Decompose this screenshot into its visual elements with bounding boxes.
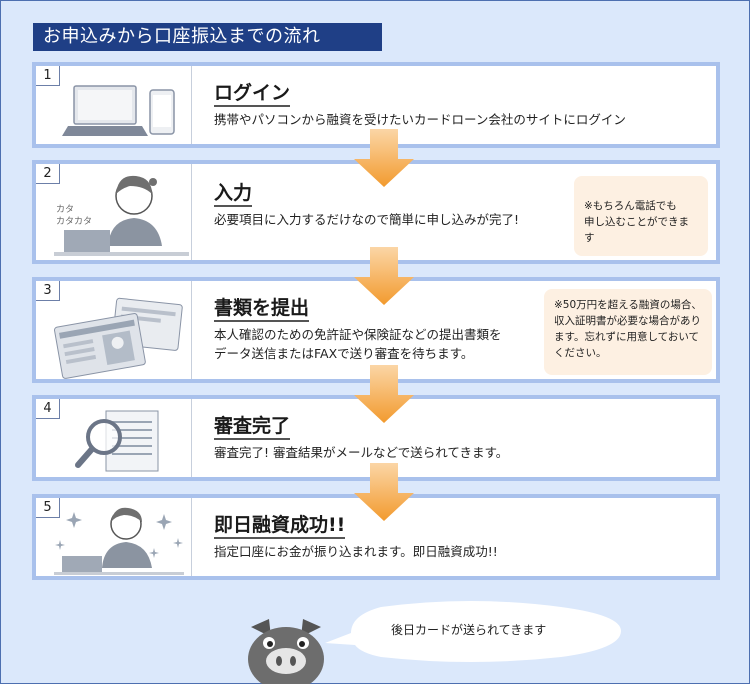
step-divider xyxy=(191,66,192,144)
step-number: 3 xyxy=(36,281,60,301)
step-title: 入力 xyxy=(214,182,253,207)
id-card-icon xyxy=(54,297,183,379)
flow-arrow-icon xyxy=(354,129,414,187)
typing-text: カタ カタカタ xyxy=(56,205,93,227)
flow-arrow-icon xyxy=(354,365,414,423)
step-login: 1 ログイン 携帯やパソコンから融資を受けたいカードローン会社のサイトにログイン xyxy=(32,62,720,148)
step-divider xyxy=(191,498,192,576)
laptop-phone-icon xyxy=(62,85,175,136)
step-number: 2 xyxy=(36,164,60,184)
step-divider xyxy=(191,281,192,379)
step-description: 必要項目に入力するだけなので簡単に申し込みが完了! xyxy=(214,212,520,227)
flow-arrow-icon xyxy=(354,247,414,305)
flow-arrow-icon xyxy=(354,463,414,521)
step-description: 本人確認のための免許証や保険証などの提出書類を データ送信またはFAXで送り審査… xyxy=(214,327,502,361)
magnifier-document-icon xyxy=(75,410,159,472)
step-description: 携帯やパソコンから融資を受けたいカードローン会社のサイトにログイン xyxy=(214,112,626,127)
page-title: お申込みから口座振込までの流れ xyxy=(33,23,382,51)
step-title: 審査完了 xyxy=(214,415,291,440)
note-phone: ※もちろん電話でも 申し込むことができます xyxy=(574,176,708,256)
step-divider xyxy=(191,164,192,260)
speech-bubble-shape xyxy=(325,601,621,662)
step-title: ログイン xyxy=(214,82,291,107)
step-number: 5 xyxy=(36,498,60,518)
step-description: 指定口座にお金が振り込まれます。即日融資成功!! xyxy=(214,544,498,559)
person-sparkle-icon xyxy=(54,507,184,575)
note-income-proof: ※50万円を超える融資の場合、 収入証明書が必要な場合があり ます。忘れずに用意… xyxy=(544,289,712,375)
step-number: 1 xyxy=(36,66,60,86)
step-title: 即日融資成功!! xyxy=(214,514,346,539)
pig-mascot-icon xyxy=(248,619,324,684)
step-title: 書類を提出 xyxy=(214,297,310,322)
person-typing-icon xyxy=(54,175,189,256)
speech-bubble: 後日カードが送られてきます xyxy=(321,601,631,667)
step-number: 4 xyxy=(36,399,60,419)
step-description: 審査完了! 審査結果がメールなどで送られてきます。 xyxy=(214,445,509,460)
bubble-text: 後日カードが送られてきます xyxy=(391,623,547,637)
step-divider xyxy=(191,399,192,477)
